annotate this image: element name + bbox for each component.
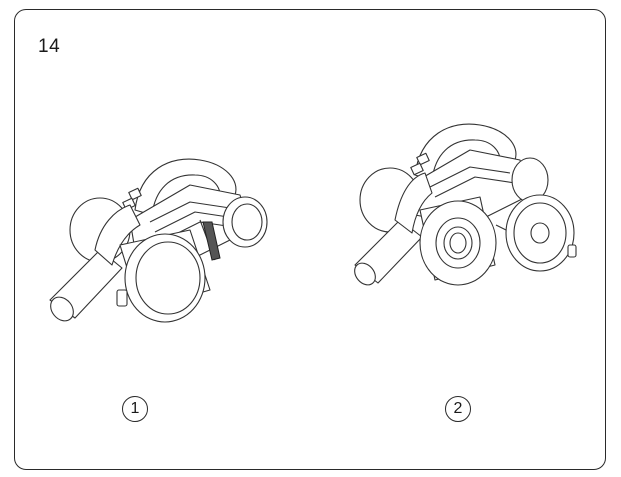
vacuum-opened-illustration [350,115,590,305]
step-number: 14 [38,36,61,57]
figure-1-label: 1 [122,396,148,422]
vacuum-assembled-illustration [40,150,270,330]
figure-2-label: 2 [445,396,471,422]
